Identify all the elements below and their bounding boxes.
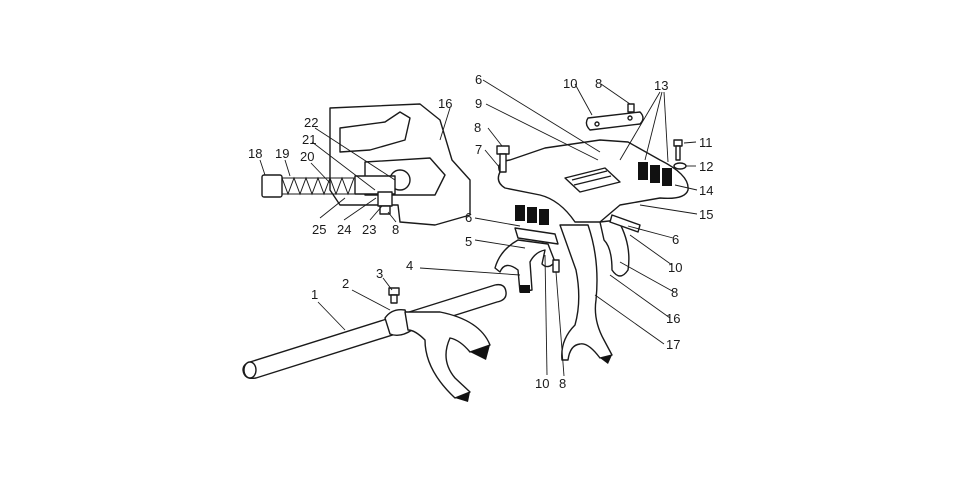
label-11: 11: [699, 135, 713, 150]
set-bolt: [379, 205, 391, 215]
label-17: 17: [666, 337, 680, 352]
label-8-c: 8: [671, 285, 678, 300]
shift-fork-right: [599, 219, 630, 277]
label-10-a: 10: [563, 76, 577, 91]
leader-lines: [259, 79, 698, 377]
plate-bolt: [496, 145, 510, 173]
label-15: 15: [699, 207, 713, 222]
fork-bracket-assembly: [494, 103, 689, 364]
label-19: 19: [275, 146, 289, 161]
label-1: 1: [311, 287, 318, 302]
part-labels: 1 2 3 4 5 6 6 6 7 8 8 8 8 8 9 10 10 10 1…: [248, 72, 713, 391]
label-3: 3: [376, 266, 383, 281]
label-2: 2: [342, 276, 349, 291]
fork-blocks: [515, 205, 549, 225]
sectional-view: [261, 103, 471, 226]
spring: [261, 174, 396, 198]
label-8-d: 8: [559, 376, 566, 391]
guide-blocks: [638, 162, 672, 186]
label-10-b: 10: [668, 260, 682, 275]
label-16-a: 16: [438, 96, 452, 111]
lock-screw: [388, 287, 400, 304]
label-4: 4: [406, 258, 413, 273]
label-21: 21: [302, 132, 316, 147]
shift-shaft-with-fork: [242, 283, 507, 402]
label-20: 20: [300, 149, 314, 164]
label-7: 7: [475, 142, 482, 157]
label-6-c: 6: [672, 232, 679, 247]
lock-plate-top: [585, 111, 644, 131]
label-25: 25: [312, 222, 326, 237]
label-10-c: 10: [535, 376, 549, 391]
label-8-a: 8: [474, 120, 481, 135]
lock-plate-right: [609, 214, 641, 233]
washer-12: [673, 162, 687, 170]
label-16-b: 16: [666, 311, 680, 326]
label-8-b: 8: [595, 76, 602, 91]
shift-shaft: [242, 283, 507, 380]
top-bolt: [627, 103, 635, 113]
lock-plate-lower: [514, 227, 559, 245]
label-5: 5: [465, 234, 472, 249]
shift-fork-left: [494, 239, 556, 293]
label-24: 24: [337, 222, 351, 237]
label-8-e: 8: [392, 222, 399, 237]
detent-plunger: [377, 191, 393, 207]
shift-fork-long: [559, 224, 613, 361]
label-6-b: 6: [475, 72, 482, 87]
label-18: 18: [248, 146, 262, 161]
housing-cavity: [339, 111, 411, 153]
bolt-11: [673, 139, 683, 147]
label-6-a: 6: [465, 210, 472, 225]
label-12: 12: [699, 159, 713, 174]
fork-bolt: [552, 259, 560, 273]
label-13: 13: [654, 78, 668, 93]
label-23: 23: [362, 222, 376, 237]
label-14: 14: [699, 183, 713, 198]
shift-fork: [404, 311, 491, 399]
label-9: 9: [475, 96, 482, 111]
label-22: 22: [304, 115, 318, 130]
